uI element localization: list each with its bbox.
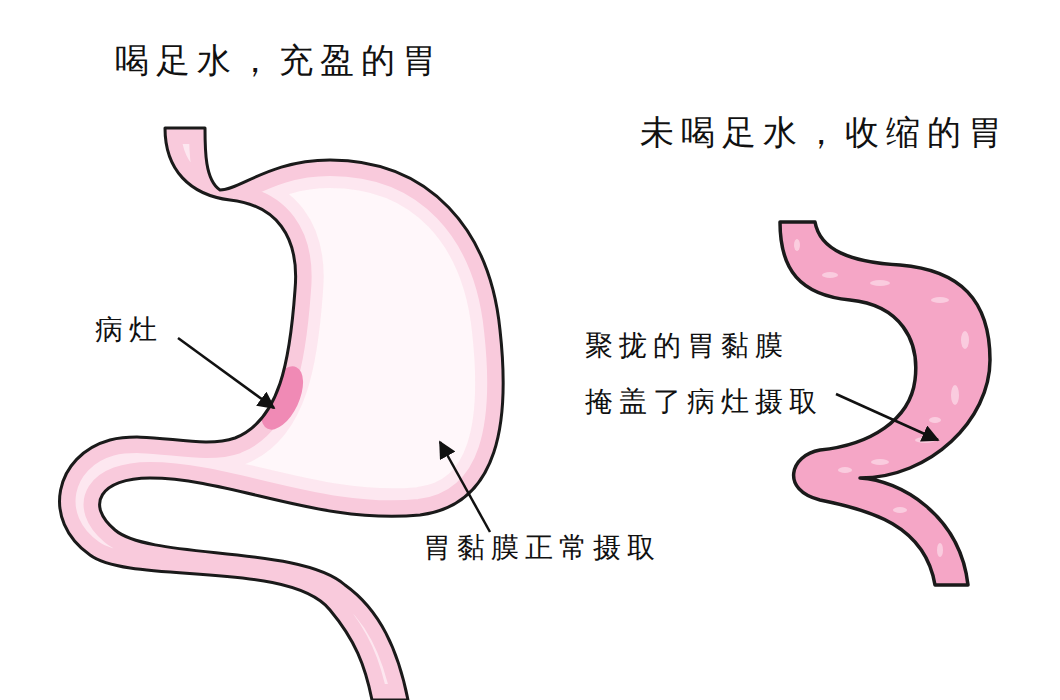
part-label: 病灶 xyxy=(95,312,215,348)
part-label: 胃黏膜正常摄取 xyxy=(423,530,723,566)
stomach-outline xyxy=(60,128,504,700)
heading: 未喝足水，收缩的胃 xyxy=(640,112,1055,152)
leader-arrow xyxy=(836,394,938,440)
leader-arrow xyxy=(178,338,274,408)
leader-arrow xyxy=(440,442,490,532)
mucosa-band xyxy=(60,128,504,700)
part-label: 聚拢的胃黏膜 掩盖了病灶摄取 xyxy=(585,318,835,430)
mucosa-glow xyxy=(60,128,504,700)
heading: 喝足水，充盈的胃 xyxy=(115,40,535,80)
stomach-fill xyxy=(60,128,504,700)
